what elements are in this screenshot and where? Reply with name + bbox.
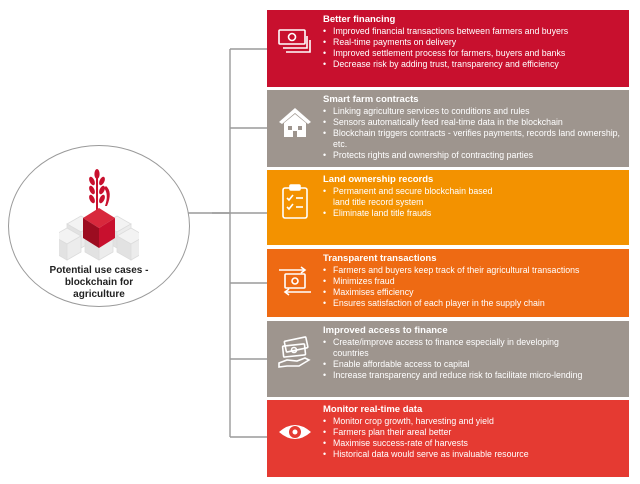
card-bullet: Sensors automatically feed real-time dat… — [323, 117, 623, 128]
card-bullet-list: Permanent and secure blockchain based la… — [323, 186, 498, 219]
card-bullet: Minimizes fraud — [323, 276, 623, 287]
card-bullet: Improved financial transactions between … — [323, 26, 623, 37]
card-bullet: Farmers and buyers keep track of their a… — [323, 265, 623, 276]
money-hand-icon — [275, 333, 315, 373]
card-better-financing: Better financing Improved financial tran… — [267, 10, 629, 87]
card-bullet-list: Linking agriculture services to conditio… — [323, 106, 623, 161]
exchange-cash-icon — [275, 261, 315, 301]
card-bullet: Protects rights and ownership of contrac… — [323, 150, 623, 161]
card-title: Transparent transactions — [323, 253, 437, 264]
clipboard-checklist-icon — [275, 182, 315, 222]
card-bullet: Blockchain triggers contracts - verifies… — [323, 128, 623, 150]
card-bullet: Improved settlement process for farmers,… — [323, 48, 623, 59]
card-land-ownership-records: Land ownership records Permanent and sec… — [267, 170, 629, 245]
card-bullet: Monitor crop growth, harvesting and yiel… — [323, 416, 623, 427]
card-bullet: Eliminate land title frauds — [323, 208, 498, 219]
card-title: Smart farm contracts — [323, 94, 419, 105]
card-bullet: Farmers plan their areal better — [323, 427, 623, 438]
hub-label: Potential use cases - blockchain for agr… — [9, 265, 189, 301]
card-bullet: Ensures satisfaction of each player in t… — [323, 298, 623, 309]
card-title: Monitor real-time data — [323, 404, 423, 415]
card-bullet: Maximises efficiency — [323, 287, 623, 298]
hub-label-line-3: agriculture — [73, 289, 125, 300]
card-bullet: Maximise success-rate of harvests — [323, 438, 623, 449]
eye-icon — [275, 412, 315, 452]
card-transparent-transactions: Transparent transactions Farmers and buy… — [267, 249, 629, 317]
card-bullet: Decrease risk by adding trust, transpare… — [323, 59, 623, 70]
house-icon — [275, 102, 315, 142]
card-improved-access-to-finance: Improved access to finance Create/improv… — [267, 321, 629, 397]
card-monitor-real-time-data: Monitor real-time data Monitor crop grow… — [267, 400, 629, 477]
card-bullet-list: Create/improve access to finance especia… — [323, 337, 582, 381]
card-bullet: Enable affordable access to capital — [323, 359, 563, 370]
hub-label-line-2: blockchain for — [64, 277, 134, 288]
card-bullet-list: Farmers and buyers keep track of their a… — [323, 265, 623, 309]
card-bullet: Increase transparency and reduce risk to… — [323, 370, 582, 381]
card-bullet: Historical data would serve as invaluabl… — [323, 449, 623, 460]
hub-label-line-1: Potential use cases - — [49, 265, 149, 276]
card-bullet-list: Improved financial transactions between … — [323, 26, 623, 70]
cash-stack-icon — [275, 22, 315, 62]
card-smart-farm-contracts: Smart farm contracts Linking agriculture… — [267, 90, 629, 167]
card-title: Improved access to finance — [323, 325, 448, 336]
card-bullet: Linking agriculture services to conditio… — [323, 106, 623, 117]
card-title: Better financing — [323, 14, 396, 25]
card-bullet: Create/improve access to finance especia… — [323, 337, 563, 359]
card-title: Land ownership records — [323, 174, 434, 185]
wheat-on-blocks-icon — [59, 169, 139, 261]
card-bullet: Permanent and secure blockchain based la… — [323, 186, 498, 208]
card-bullet: Real-time payments on delivery — [323, 37, 623, 48]
card-bullet-list: Monitor crop growth, harvesting and yiel… — [323, 416, 623, 460]
hub-circle: Potential use cases - blockchain for agr… — [8, 145, 190, 307]
